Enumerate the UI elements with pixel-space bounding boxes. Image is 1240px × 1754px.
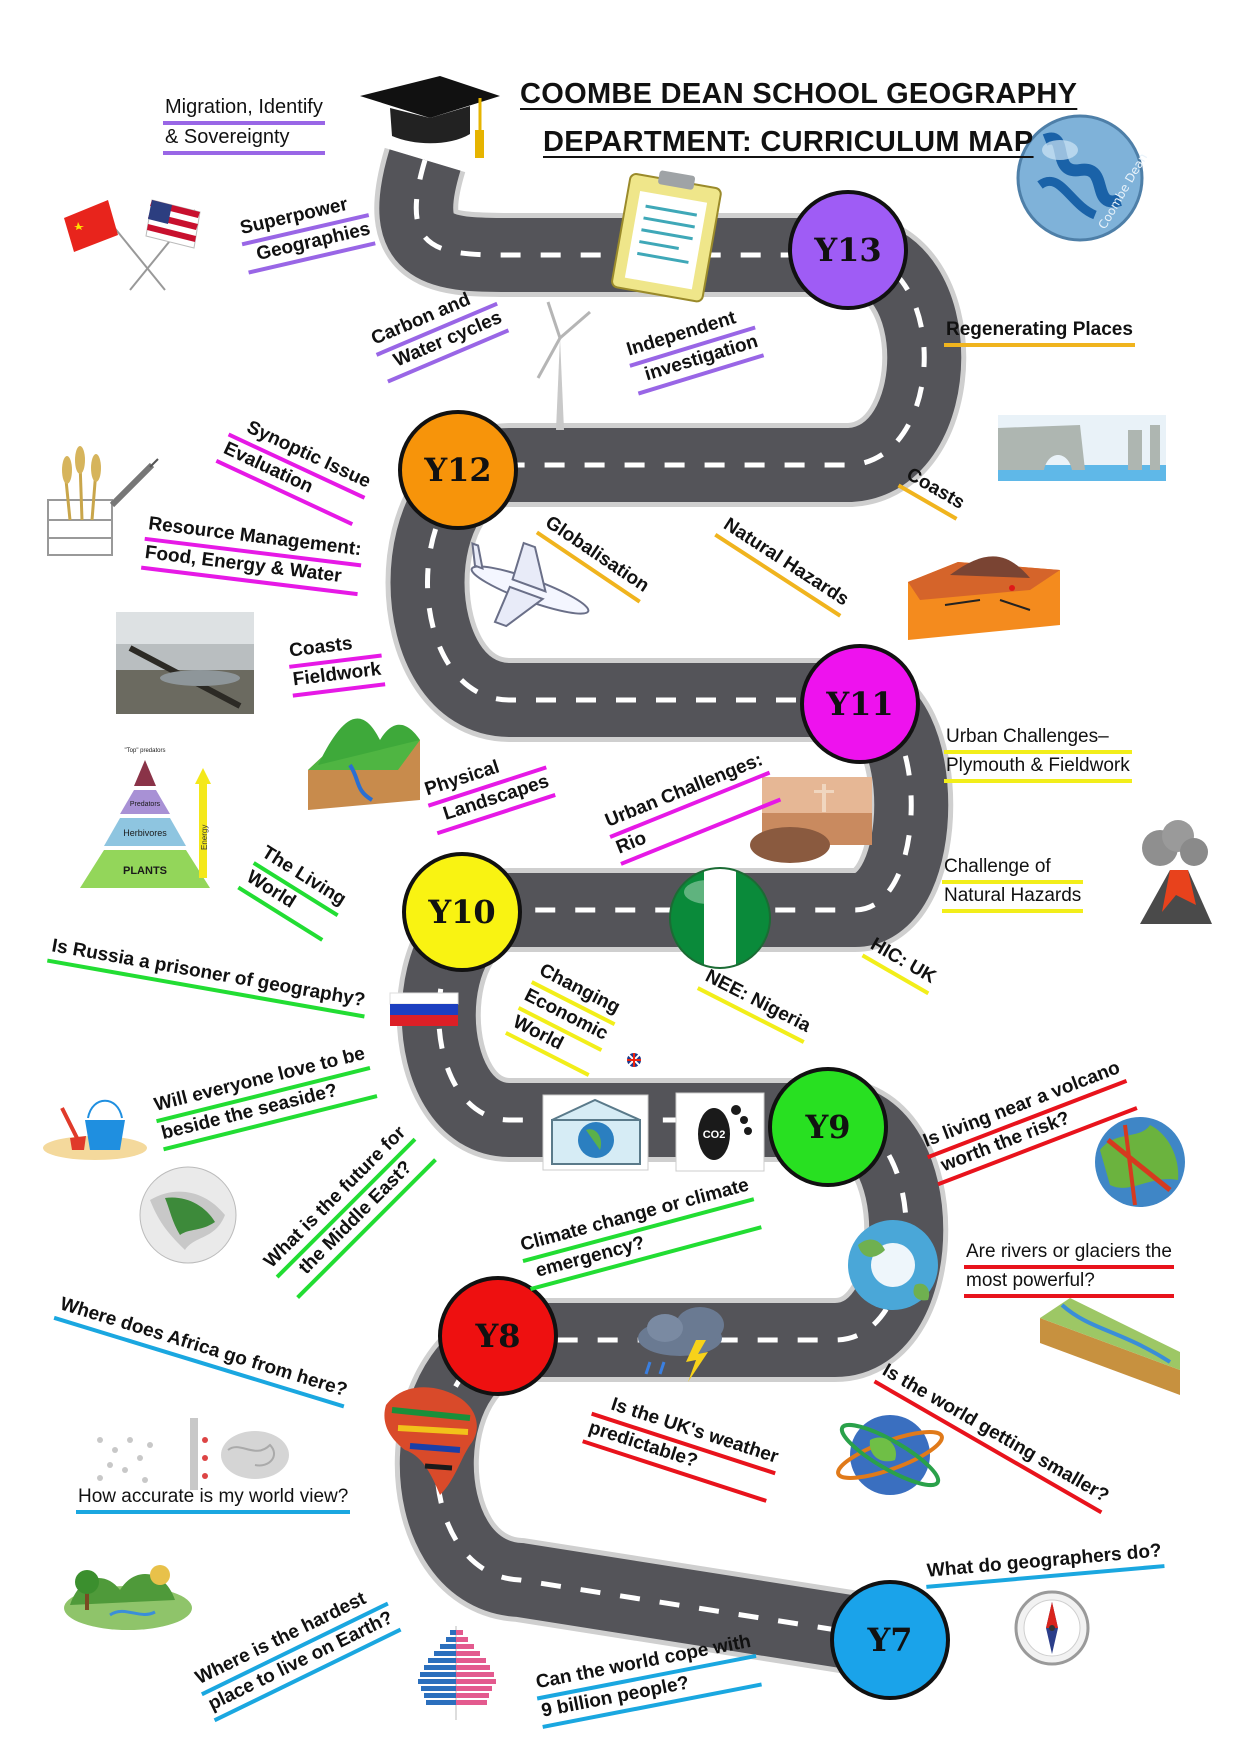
year-node-y9: Y9 (768, 1067, 888, 1187)
middle-east-globe-icon (139, 1166, 237, 1264)
coast-arch-picture (998, 415, 1166, 481)
year-node-label: Y7 (866, 1621, 912, 1659)
storm-cloud-icon (638, 1307, 724, 1382)
rio-photo (750, 777, 872, 863)
topic-migration: Migration, Identify & Sovereignty (163, 95, 325, 155)
food-chain-top: "Top" predators (125, 748, 166, 754)
co2-text: CO2 (703, 1129, 726, 1141)
food-chain-predators: Predators (130, 801, 161, 808)
year-node-circle (788, 190, 908, 310)
food-chain-plants: PLANTS (123, 865, 167, 877)
polar-globe-icon (848, 1220, 938, 1310)
title-line-2: DEPARTMENT: CURRICULUM MAP (543, 126, 1034, 158)
year-node-y10: Y10 (402, 852, 522, 972)
nigeria-flag-icon (669, 867, 771, 969)
year-node-label: Y11 (825, 685, 893, 723)
year-node-label: Y13 (813, 231, 881, 269)
biomes-illustration (64, 1565, 192, 1630)
year-node-y8: Y8 (438, 1276, 558, 1396)
greenhouse-globe-picture (542, 1094, 649, 1171)
river-landscape-picture (1040, 1298, 1180, 1395)
tectonic-plates-picture (908, 556, 1060, 640)
physical-landscape-picture (308, 718, 420, 810)
year-node-y13: Y13 (788, 190, 908, 310)
airplane-icon (470, 541, 590, 628)
wheat-syringe-picture (47, 446, 159, 556)
beach-groyne-photo (116, 612, 254, 714)
china-usa-flags-icon (64, 199, 201, 291)
co2-footprint-icon: CO2 (675, 1092, 765, 1172)
year-node-circle (800, 644, 920, 764)
clipboard-icon (611, 170, 722, 303)
topic-challenge-hazards: Challenge of Natural Hazards (942, 855, 1084, 913)
globe-logo-icon: Coombe Dean (1016, 114, 1150, 242)
topic-coasts-fieldwork: Coasts Fieldwork (286, 628, 386, 698)
russia-flag-icon (389, 992, 459, 1026)
road (374, 147, 967, 1682)
year-node-circle (438, 1276, 558, 1396)
brain-filter-picture (97, 1418, 289, 1490)
year-node-circle (398, 410, 518, 530)
wind-turbine-icon (536, 301, 591, 430)
year-node-y7: Y7 (830, 1580, 950, 1700)
uk-flag-icon (627, 1053, 641, 1067)
earth-cutaway-icon (1095, 1117, 1185, 1207)
year-node-label: Y8 (474, 1317, 520, 1355)
graduation-cap-icon (360, 76, 500, 158)
compass-icon (1014, 1590, 1090, 1666)
year-node-circle (402, 852, 522, 972)
title-line-1: COOMBE DEAN SCHOOL GEOGRAPHY (520, 78, 1078, 110)
food-chain-energy-label: Energy (200, 825, 209, 850)
topic-world-view: How accurate is my world view? (76, 1485, 351, 1514)
population-pyramid-chart (418, 1626, 496, 1720)
year-node-circle (768, 1067, 888, 1187)
bucket-spade-icon (43, 1099, 147, 1160)
year-node-label: Y12 (423, 451, 491, 489)
food-chain-herbivores: Herbivores (123, 828, 167, 838)
topic-rivers-glaciers: Are rivers or glaciers the most powerful… (964, 1240, 1174, 1298)
year-node-circle (830, 1580, 950, 1700)
globalisation-globe-icon (836, 1415, 944, 1495)
year-node-y12: Y12 (398, 410, 518, 530)
africa-flags-map-icon (384, 1387, 477, 1495)
year-node-label: Y10 (427, 893, 495, 931)
volcano-icon (1140, 820, 1212, 924)
year-node-label: Y9 (804, 1108, 850, 1146)
topic-regenerating: Regenerating Places (944, 318, 1135, 347)
topic-urban-plymouth: Urban Challenges– Plymouth & Fieldwork (944, 725, 1132, 783)
food-chain-pyramid: PLANTS Herbivores Predators "Top" predat… (80, 748, 211, 888)
year-node-y11: Y11 (800, 644, 920, 764)
